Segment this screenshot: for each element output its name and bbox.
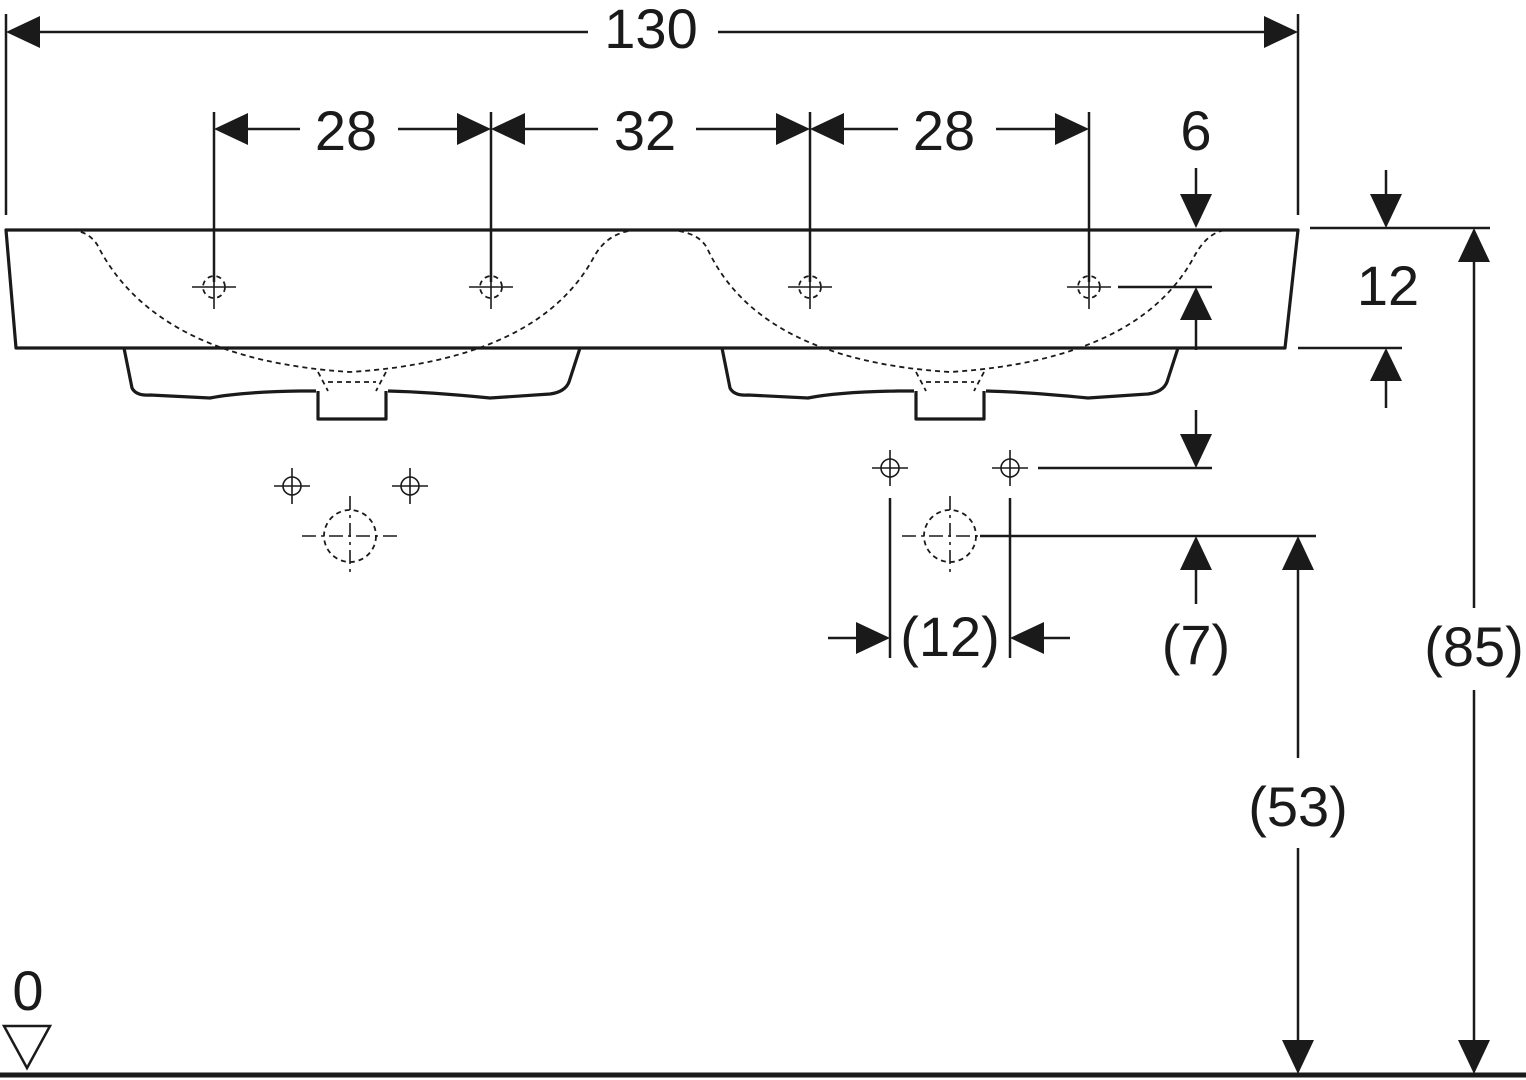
fixing-point-icon [992,450,1028,486]
fixing-point-icon [392,468,428,504]
dim-overall-width: 130 [604,0,697,60]
floor-level-marker-icon [1,1024,53,1071]
dim-tap-offset: 6 [1180,99,1211,162]
dimension-labels: 130 28 32 28 6 12 (12) (7) (53) (85) 0 [12,0,1523,1022]
double-washbasin-outline [4,228,1300,421]
dim-drain-height: (53) [1248,775,1348,838]
dimension-lines [6,16,1490,1074]
extension-lines [4,14,1490,658]
hidden-bowl-contours [71,229,1227,392]
dim-tap-spacing-left: 28 [315,99,377,162]
fixing-point-icon [274,468,310,504]
tap-holes [192,265,1111,309]
dim-tap-spacing-right: 28 [913,99,975,162]
dim-basin-height: 12 [1357,254,1419,317]
dim-total-height: (85) [1424,615,1524,678]
waste-connection-icon [302,496,402,574]
dim-fixing-height: (7) [1162,613,1230,676]
dim-floor-level: 0 [12,959,43,1022]
fixing-point-icon [872,450,908,486]
dim-fixing-spacing: (12) [900,605,1000,668]
wall-connections [274,450,1028,574]
dim-tap-spacing-center: 32 [614,99,676,162]
